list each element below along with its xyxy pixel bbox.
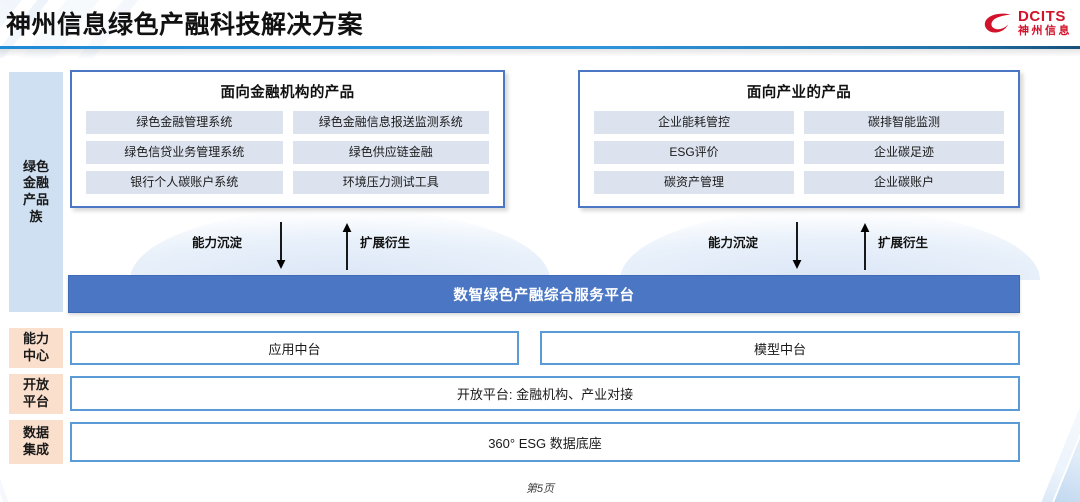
panel-title: 面向金融机构的产品	[220, 85, 355, 101]
platform-label: 数智绿色产融综合服务平台	[453, 287, 635, 304]
arrow-up-icon-left	[342, 223, 352, 270]
sidebar-item-capability-center[interactable]: 能力 中心	[9, 328, 63, 368]
sidebar-label-line: 开放	[22, 377, 49, 393]
panel-industry-products: 面向产业的产品 企业能耗管控 碳排智能监测 ESG评价 企业碳足迹 碳资产管理 …	[578, 70, 1020, 208]
sidebar-label-line: 能力	[22, 331, 49, 347]
logo-text-en: DCITS	[1018, 8, 1066, 25]
sidebar-item-green-finance-family[interactable]: 绿色 金融 产品 族	[9, 72, 63, 312]
product-chip[interactable]: 环境压力测试工具	[292, 171, 489, 194]
capability-box-label: 应用中台	[268, 341, 321, 357]
slide-header: 神州信息绿色产融科技解决方案 DCITS 神州信息	[0, 0, 1080, 58]
sidebar-item-open-platform[interactable]: 开放 平台	[9, 374, 63, 414]
arrow-up-icon-right	[860, 223, 870, 270]
product-chip[interactable]: 企业碳账户	[804, 171, 1004, 194]
arrow-down-icon-left	[276, 222, 286, 269]
sidebar-label-line: 集成	[22, 442, 49, 457]
sidebar-label-line: 族	[29, 208, 43, 224]
product-chip[interactable]: 绿色供应链金融	[292, 141, 489, 164]
flow-label-capability-precipitation-left: 能力沉淀	[192, 236, 243, 250]
sidebar-item-data-integration[interactable]: 数据 集成	[9, 420, 63, 464]
open-platform-box[interactable]: 开放平台: 金融机构、产业对接	[70, 376, 1020, 411]
company-logo: DCITS 神州信息	[983, 6, 1072, 40]
panel-title: 面向产业的产品	[746, 85, 852, 101]
header-divider	[0, 46, 1080, 49]
product-chip[interactable]: 绿色金融管理系统	[86, 111, 283, 134]
flow-label-expansion-derivation-right: 扩展衍生	[878, 236, 929, 250]
sidebar-label-line: 平台	[22, 394, 49, 409]
data-foundation-label: 360° ESG 数据底座	[488, 435, 602, 451]
arrow-down-icon-right	[792, 222, 802, 269]
page-title: 神州信息绿色产融科技解决方案	[6, 11, 364, 39]
product-chip[interactable]: 绿色信贷业务管理系统	[86, 141, 283, 164]
sidebar-label-line: 金融	[22, 175, 49, 191]
product-chip[interactable]: ESG评价	[594, 141, 794, 164]
sidebar-label-line: 中心	[22, 348, 49, 363]
product-chip[interactable]: 碳资产管理	[594, 171, 794, 194]
dcits-swoosh-icon	[984, 13, 1011, 33]
product-chip[interactable]: 绿色金融信息报送监测系统	[292, 111, 489, 134]
capability-box-model-middle-platform[interactable]: 模型中台	[540, 331, 1020, 365]
sidebar-label-line: 绿色	[22, 158, 49, 174]
product-chip[interactable]: 企业碳足迹	[804, 141, 1004, 164]
logo-text-cn: 神州信息	[1018, 25, 1072, 37]
capability-box-application-middle-platform[interactable]: 应用中台	[70, 331, 519, 365]
platform-bar[interactable]: 数智绿色产融综合服务平台	[68, 275, 1020, 313]
sidebar-label-line: 数据	[22, 425, 49, 441]
product-chip[interactable]: 银行个人碳账户系统	[86, 171, 283, 194]
flow-label-capability-precipitation-right: 能力沉淀	[708, 236, 759, 250]
open-platform-label: 开放平台: 金融机构、产业对接	[456, 387, 634, 402]
capability-box-label: 模型中台	[753, 341, 806, 357]
page-number: 第5页	[525, 483, 555, 495]
sidebar-label-line: 产品	[22, 192, 49, 207]
panel-financial-institution-products: 面向金融机构的产品 绿色金融管理系统 绿色金融信息报送监测系统 绿色信贷业务管理…	[70, 70, 505, 208]
product-chip[interactable]: 碳排智能监测	[804, 111, 1004, 134]
flow-arc-right	[620, 208, 1040, 280]
product-chip-list: 绿色金融管理系统 绿色金融信息报送监测系统 绿色信贷业务管理系统 绿色供应链金融…	[72, 111, 503, 194]
flow-label-expansion-derivation-left: 扩展衍生	[360, 236, 411, 250]
header-divider-shadow	[0, 49, 1080, 57]
product-chip[interactable]: 企业能耗管控	[594, 111, 794, 134]
data-foundation-box[interactable]: 360° ESG 数据底座	[70, 422, 1020, 462]
product-chip-list: 企业能耗管控 碳排智能监测 ESG评价 企业碳足迹 碳资产管理 企业碳账户	[580, 111, 1018, 194]
